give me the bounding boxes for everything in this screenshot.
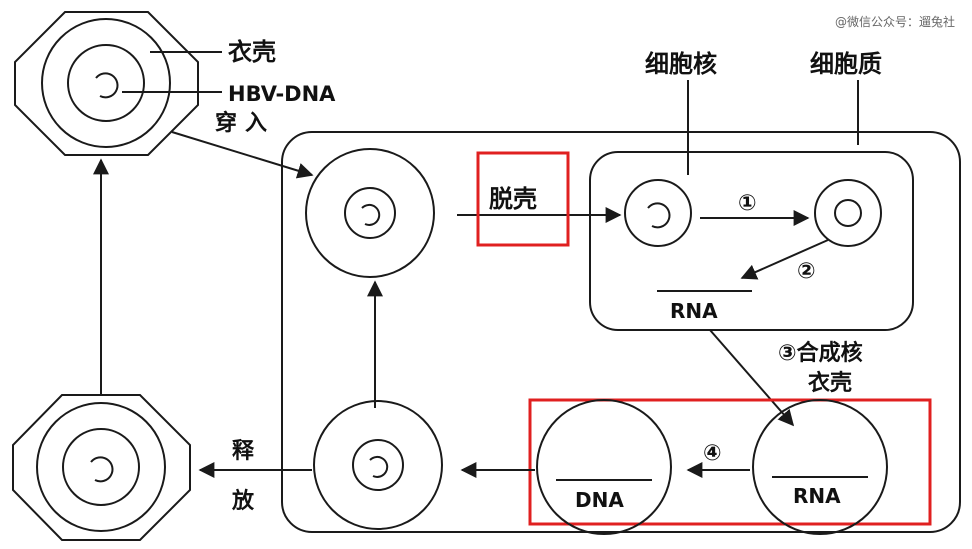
nuclear-dna-open <box>624 179 692 247</box>
step3-label-line2: 衣壳 <box>808 370 852 396</box>
dna-capsid-label: DNA <box>575 488 624 512</box>
cytoplasm-label: 细胞质 <box>810 50 882 78</box>
rna-capsid <box>752 399 888 535</box>
mature-virus <box>313 400 443 530</box>
virion-top <box>14 11 199 156</box>
rna-capsid-label: RNA <box>793 484 841 508</box>
nuclear-rna-label: RNA <box>670 299 718 323</box>
watermark-text: @微信公众号：遛兔社 <box>835 14 955 29</box>
release-label-1: 释 <box>232 439 255 464</box>
release-label-2: 放 <box>231 488 255 514</box>
uncoating-highlight <box>476 151 570 247</box>
nuclear-dna-closed <box>814 179 882 247</box>
entry-label: 穿入 <box>215 110 275 136</box>
step3-label-line1: ③合成核 <box>778 340 863 366</box>
nucleus-label: 细胞核 <box>645 50 717 78</box>
capsid-label: 衣壳 <box>228 38 276 66</box>
virion-bottom <box>12 394 191 541</box>
step1-label: ① <box>738 191 757 216</box>
nucleus-box <box>589 151 914 331</box>
hbv-dna-label: HBV-DNA <box>228 82 336 106</box>
entered-virus <box>305 148 435 278</box>
assembly-highlight <box>528 398 932 526</box>
step3-arrow <box>709 329 795 427</box>
step2-arrow <box>740 239 829 280</box>
uncoating-label: 脱壳 <box>489 185 537 213</box>
step2-label: ② <box>797 259 816 284</box>
dna-capsid <box>536 399 672 535</box>
entry-arrow <box>171 131 314 179</box>
step4-label: ④ <box>703 441 722 466</box>
